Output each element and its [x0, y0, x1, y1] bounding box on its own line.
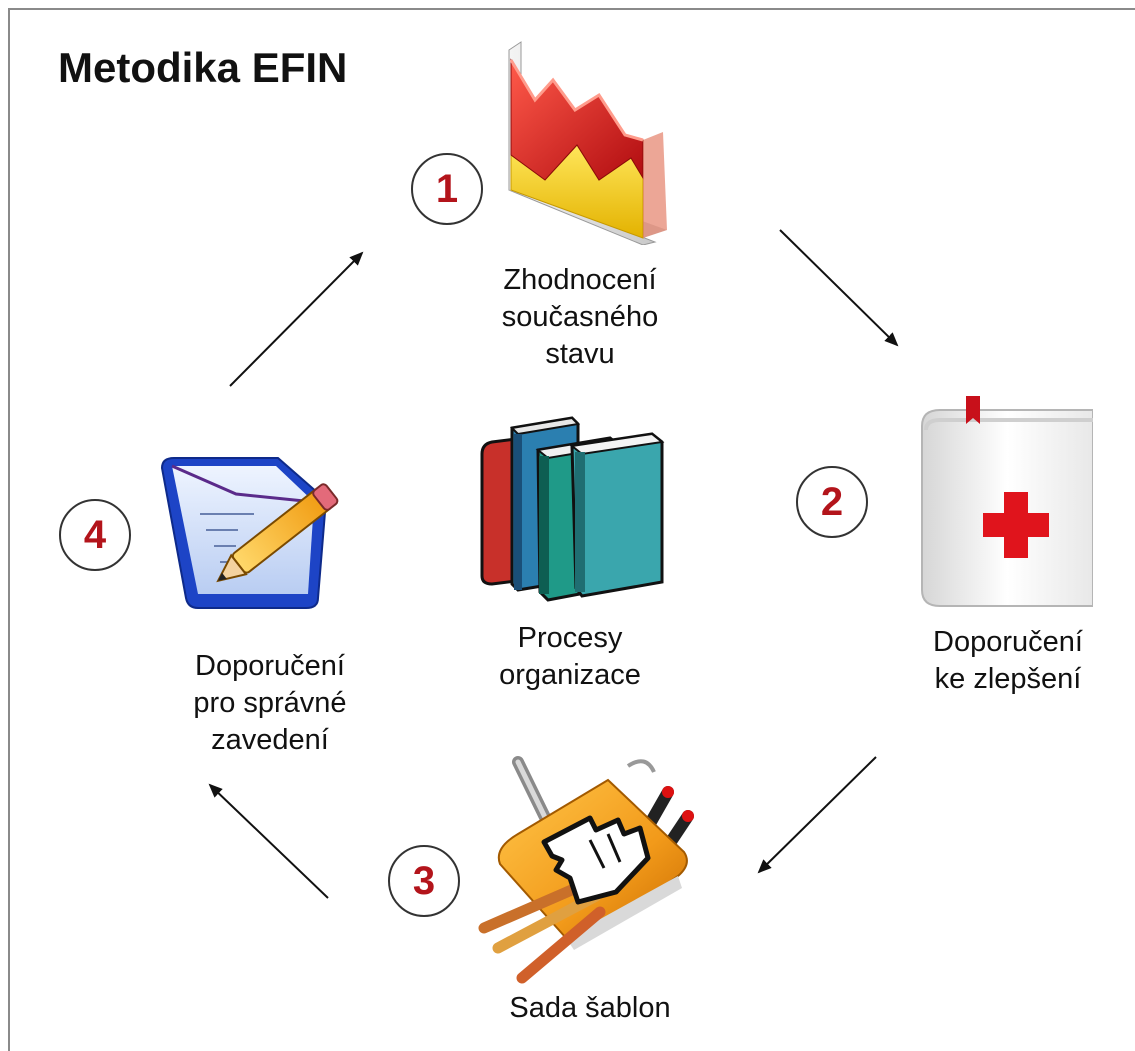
step-1-number: 1: [411, 153, 483, 225]
step-4-number: 4: [59, 499, 131, 571]
step-3-number: 3: [388, 845, 460, 917]
arrow-2-to-3: [757, 756, 877, 874]
arrow-4-to-1: [229, 251, 364, 387]
first-aid-book-icon: [921, 396, 1093, 607]
notepad-pencil-icon: [160, 457, 339, 609]
step-3-label: Sada šablon: [480, 990, 700, 1027]
label-line: zavedení: [211, 724, 329, 756]
step-1-label: Zhodnocení současného stavu: [470, 262, 690, 373]
step-2-number: 2: [796, 466, 868, 538]
label-line: ke zlepšení: [934, 663, 1082, 695]
label-line: Procesy: [517, 622, 623, 654]
label-line: Sada šablon: [509, 992, 671, 1024]
step-4-label: Doporučení pro správné zavedení: [160, 648, 380, 759]
label-line: Doporučení: [933, 626, 1083, 658]
diagram-title: Metodika EFIN: [58, 44, 348, 91]
arrow-3-to-4: [208, 783, 329, 899]
cursor-tools-icon: [478, 756, 694, 984]
chart-icon: [508, 41, 667, 245]
center-label: Procesy organizace: [480, 620, 660, 694]
label-line: pro správné: [193, 687, 347, 719]
label-line: stavu: [545, 338, 615, 370]
label-line: současného: [501, 301, 659, 333]
label-line: Zhodnocení: [503, 264, 657, 296]
arrow-1-to-2: [779, 229, 899, 347]
step-2-label: Doporučení ke zlepšení: [908, 624, 1108, 698]
books-icon: [480, 416, 665, 602]
label-line: Doporučení: [195, 650, 345, 682]
label-line: organizace: [499, 659, 641, 691]
